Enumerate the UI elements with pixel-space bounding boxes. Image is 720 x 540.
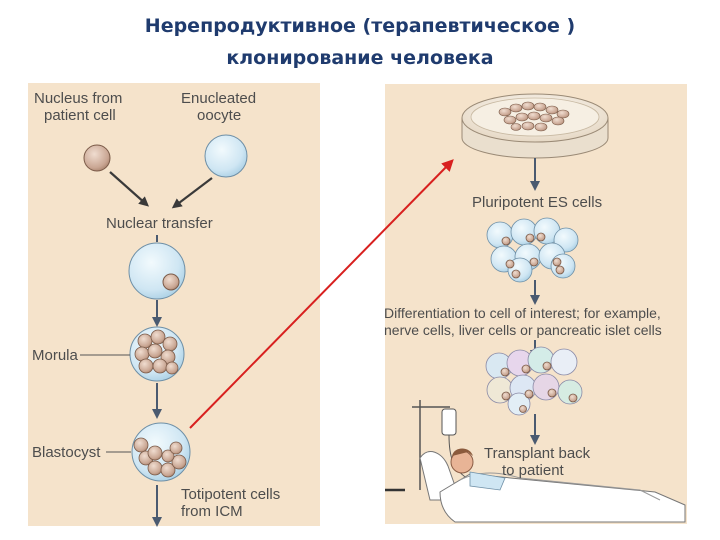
petri-dish	[461, 93, 609, 159]
label-transplant-line2: to patient	[502, 462, 564, 479]
title-line-2: клонирование человека	[226, 47, 494, 69]
label-differentiation: Differentiation to cell of interest; for…	[384, 305, 662, 339]
arrow-oocyte-to-transfer	[171, 177, 213, 209]
patient-in-bed	[419, 448, 686, 523]
pluripotent-es-cells	[486, 217, 579, 283]
label-enucleated-oocyte: Enucleated oocyte	[181, 90, 256, 124]
label-oocyte-line2: oocyte	[197, 107, 242, 124]
label-differentiation-line2: nerve cells, liver cells or pancreatic i…	[384, 322, 662, 338]
label-totipotent-cells: Totipotent cells from ICM	[181, 486, 280, 520]
enucleated-oocyte	[204, 134, 248, 178]
label-transplant-line1: Transplant back	[484, 445, 591, 462]
label-pluripotent-es-cells: Pluripotent ES cells	[472, 194, 603, 211]
patient-nucleus-cell	[83, 144, 111, 172]
label-nucleus-from-patient: Nucleus from patient cell	[34, 90, 122, 124]
nuclear-transfer-cell	[128, 242, 186, 300]
label-totipotent-line2: from ICM	[181, 503, 243, 520]
title-line-1: Нерепродуктивное (терапевтическое )	[144, 15, 576, 37]
arrow-nucleus-to-transfer	[109, 171, 149, 207]
differentiated-cells	[485, 346, 583, 416]
label-nucleus-line1: Nucleus from	[34, 90, 123, 107]
label-nuclear-transfer: Nuclear transfer	[106, 215, 213, 232]
label-morula: Morula	[32, 347, 78, 364]
slide-title: Нерепродуктивное (терапевтическое ) клон…	[0, 10, 720, 74]
label-blastocyst: Blastocyst	[32, 444, 101, 461]
red-connector-arrow	[189, 159, 454, 429]
label-differentiation-line1: Differentiation to cell of interest; for…	[384, 305, 661, 321]
label-nucleus-line2: patient cell	[44, 107, 116, 124]
label-transplant-back: Transplant back to patient	[484, 445, 590, 479]
blastocyst	[131, 422, 191, 482]
label-totipotent-line1: Totipotent cells	[181, 486, 281, 503]
morula	[129, 326, 185, 382]
label-oocyte-line1: Enucleated	[181, 90, 257, 107]
